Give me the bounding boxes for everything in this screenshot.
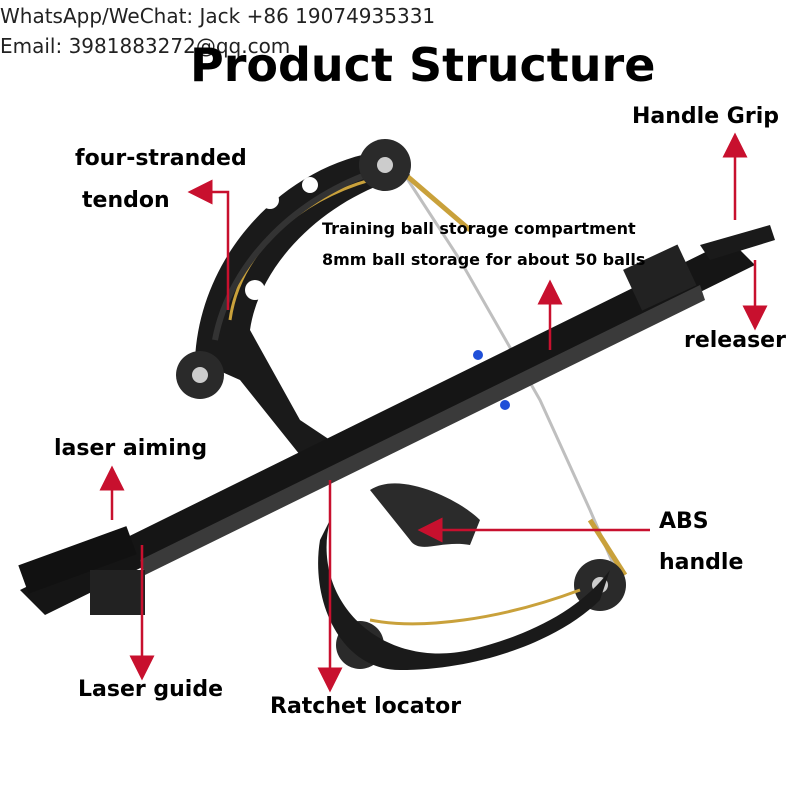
label-ratchet-locator: Ratchet locator bbox=[270, 694, 462, 719]
contact-phone: WhatsApp/WeChat: Jack +86 19074935331 bbox=[0, 4, 436, 28]
page-title: Product Structure bbox=[190, 38, 656, 92]
label-tendon: tendon bbox=[82, 188, 170, 213]
label-releaser: releaser bbox=[684, 328, 786, 353]
contact-email: Email: 3981883272@qq.com bbox=[0, 34, 291, 58]
accent-screw bbox=[500, 400, 510, 410]
label-storage-title: Training ball storage compartment bbox=[322, 219, 636, 238]
label-handle-grip: Handle Grip bbox=[632, 104, 779, 129]
lower-limb bbox=[318, 520, 610, 670]
abs-handle-shape bbox=[370, 483, 480, 547]
label-laser-guide: Laser guide bbox=[78, 677, 224, 702]
accent-screw bbox=[473, 350, 483, 360]
callout-arrows bbox=[99, 132, 768, 693]
label-handle: handle bbox=[659, 550, 744, 575]
main-rail bbox=[20, 225, 775, 615]
label-abs: ABS bbox=[659, 509, 709, 534]
label-storage-capacity: 8mm ball storage for about 50 balls bbox=[322, 250, 646, 269]
laser-unit bbox=[18, 526, 145, 615]
label-laser-aiming: laser aiming bbox=[54, 436, 208, 461]
label-four-stranded: four-stranded bbox=[75, 146, 247, 171]
